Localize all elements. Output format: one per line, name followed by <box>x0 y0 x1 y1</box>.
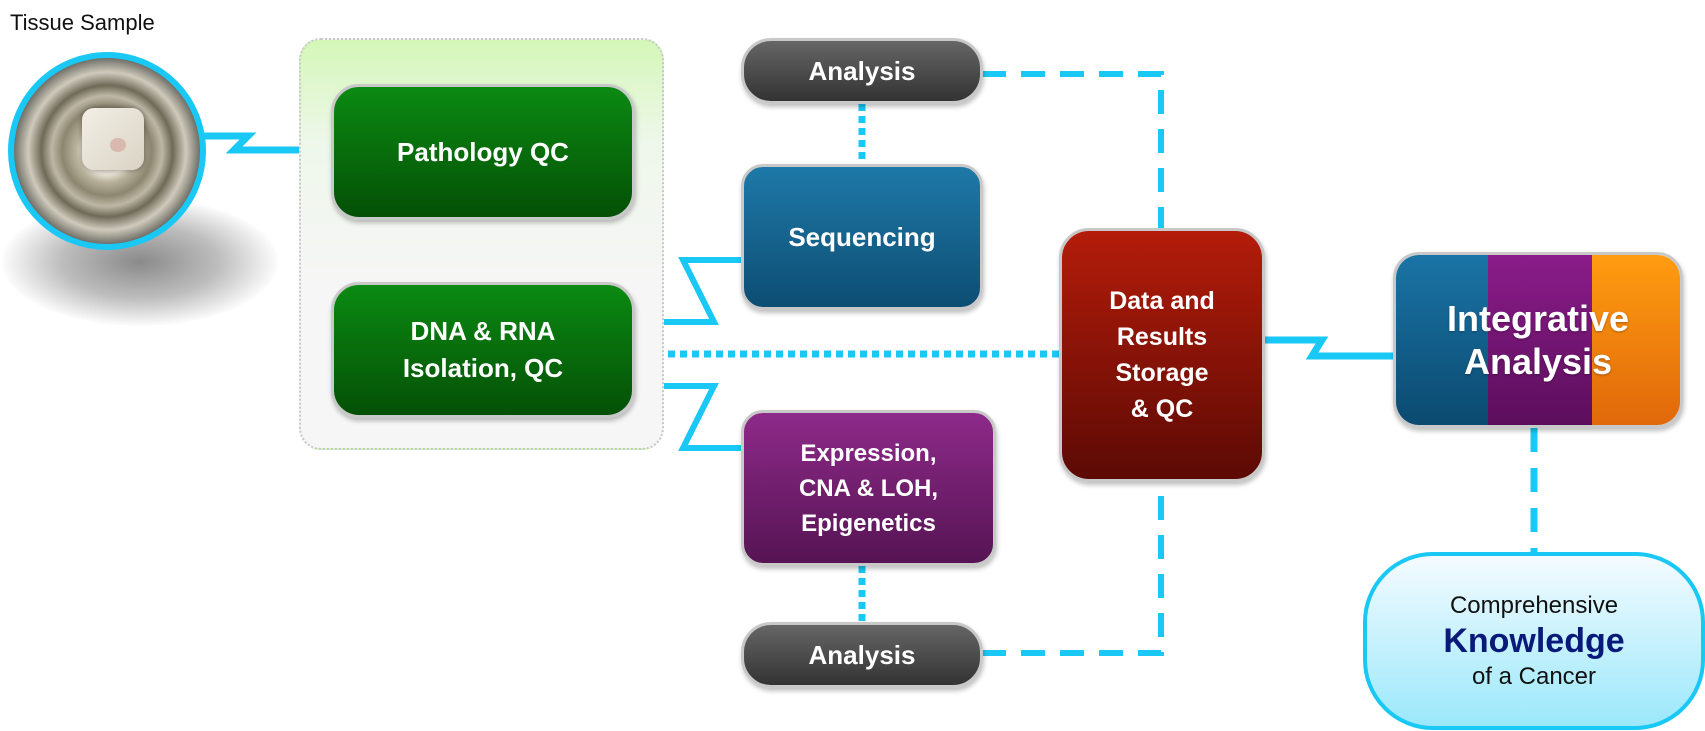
integrative-analysis-node[interactable]: Integrative Analysis <box>1393 252 1683 428</box>
comprehensive-knowledge-node[interactable]: Comprehensive Knowledge of a Cancer <box>1363 552 1705 730</box>
knowledge-line-1: Comprehensive <box>1449 592 1619 619</box>
expression-label: Expression, CNA & LOH, Epigenetics <box>798 439 939 537</box>
dna-rna-isolation-node[interactable]: DNA & RNA Isolation, QC <box>331 282 635 418</box>
tissue-sample-image <box>8 52 206 250</box>
analysis-bottom-node[interactable]: Analysis <box>741 622 983 688</box>
sequencing-label: Sequencing <box>788 221 936 252</box>
integrative-analysis-label: Integrative Analysis <box>1446 298 1630 382</box>
integrative-strip-blue <box>1396 255 1488 425</box>
connector-analysis-bottom-storage <box>982 482 1164 656</box>
dna-rna-isolation-label: DNA & RNA Isolation, QC <box>402 316 564 383</box>
pathology-qc-node[interactable]: Pathology QC <box>331 84 635 220</box>
sequencing-node[interactable]: Sequencing <box>741 164 983 310</box>
data-storage-node[interactable]: Data and Results Storage & QC <box>1059 228 1265 482</box>
integrative-strip-orange <box>1592 255 1680 425</box>
connector-isolation-sequencing <box>632 257 746 325</box>
connector-analysis-top-storage <box>982 71 1164 228</box>
connector-isolation-expression <box>632 383 746 451</box>
connector-sample-pathology <box>190 132 330 154</box>
integrative-strip-purple <box>1488 255 1592 425</box>
analysis-top-label: Analysis <box>808 55 916 86</box>
connector-storage-integrative <box>1264 336 1396 360</box>
tissue-sample-label: Tissue Sample <box>10 10 155 35</box>
analysis-top-node[interactable]: Analysis <box>741 38 983 104</box>
analysis-bottom-label: Analysis <box>808 639 916 670</box>
knowledge-line-3: of a Cancer <box>1471 663 1597 690</box>
expression-node[interactable]: Expression, CNA & LOH, Epigenetics <box>741 410 996 566</box>
knowledge-line-2: Knowledge <box>1443 622 1625 660</box>
pathology-qc-label: Pathology QC <box>397 136 569 167</box>
data-storage-label: Data and Results Storage & QC <box>1109 287 1215 423</box>
